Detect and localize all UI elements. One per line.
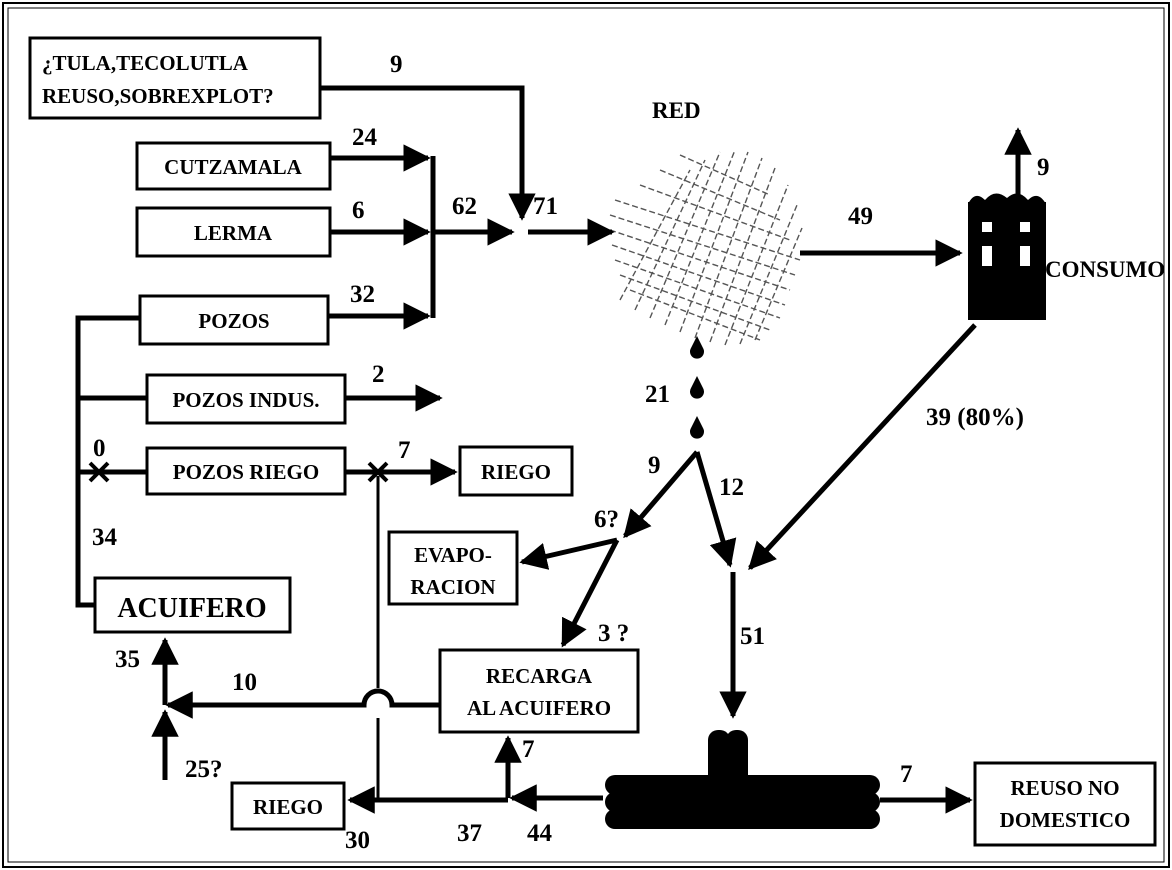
flow-label-30: 30: [345, 827, 370, 854]
arrow-recharge: [560, 538, 620, 648]
box-tula: ¿TULA,TECOLUTLA REUSO,SOBREXPLOT?: [28, 36, 322, 120]
box-riego-top: RIEGO: [458, 445, 574, 497]
box-recarga-line1: RECARGA: [486, 664, 593, 688]
box-recarga-line2: AL ACUIFERO: [467, 696, 611, 720]
closed-valve-icons: [88, 461, 389, 483]
flow-label-evap: 6?: [594, 506, 619, 533]
flow-label-37: 37: [457, 820, 482, 847]
box-riego-bottom: RIEGO: [230, 781, 346, 831]
leak-drops: [690, 336, 704, 439]
box-cutzamala: CUTZAMALA: [135, 141, 332, 191]
box-lerma-label: LERMA: [194, 221, 273, 245]
flow-label-49: 49: [848, 203, 873, 230]
box-reuso-line1: REUSO NO: [1010, 776, 1119, 800]
arrow-evap: [519, 537, 618, 570]
box-tula-line1: ¿TULA,TECOLUTLA: [42, 51, 249, 75]
box-reuso: REUSO NO DOMESTICO: [973, 761, 1157, 847]
arrow-leak-12: [694, 451, 737, 568]
red-label: RED: [652, 98, 701, 123]
flow-label-pozos: 32: [350, 281, 375, 308]
flow-label-34: 34: [92, 524, 118, 551]
box-acuifero: ACUIFERO: [93, 576, 292, 634]
flow-label-10: 10: [232, 669, 257, 696]
box-pozos-riego-label: POZOS RIEGO: [173, 460, 319, 484]
box-evaporacion-line1: EVAPO-: [414, 543, 492, 567]
box-pozos-riego: POZOS RIEGO: [145, 446, 347, 496]
consumo-label: CONSUMO: [1045, 257, 1165, 282]
flow-label-cutzamala: 24: [352, 124, 378, 151]
left-bus: [75, 315, 140, 608]
flow-label-lerma: 6: [352, 197, 365, 224]
box-lerma: LERMA: [135, 206, 332, 258]
flow-label-44: 44: [527, 820, 553, 847]
box-acuifero-label: ACUIFERO: [117, 593, 266, 624]
flow-label-tula: 9: [390, 51, 403, 78]
box-reuso-line2: DOMESTICO: [1000, 808, 1131, 832]
box-tula-line2: REUSO,SOBREXPLOT?: [42, 84, 274, 108]
arrow-tula: [320, 85, 536, 221]
box-evaporacion-line2: RACION: [410, 575, 495, 599]
flow-label-25: 25?: [185, 756, 223, 783]
red-network: [609, 149, 803, 346]
flow-label-39: 39 (80%): [926, 404, 1024, 431]
flow-label-35: 35: [115, 646, 140, 673]
flow-label-62: 62: [452, 193, 477, 220]
flow-label-pozos-indus: 2: [372, 361, 385, 388]
flow-label-leak: 21: [645, 381, 670, 408]
box-pozos-indus-label: POZOS INDUS.: [172, 388, 319, 412]
box-riego-top-label: RIEGO: [481, 460, 551, 484]
flow-label-recarga-up: 7: [522, 736, 535, 763]
flow-label-recharge: 3 ?: [598, 620, 629, 647]
arrow-10: [165, 688, 400, 719]
inner-frame: [7, 7, 1165, 863]
arrow-leak-9: [623, 450, 699, 539]
box-pozos: POZOS: [138, 294, 330, 346]
box-evaporacion: EVAPO- RACION: [387, 530, 519, 606]
box-recarga: RECARGA AL ACUIFERO: [438, 648, 640, 734]
arrow-39: [748, 323, 977, 571]
consumo-building-icon: [968, 193, 1046, 320]
flow-label-51: 51: [740, 623, 765, 650]
flow-lines: [75, 85, 1032, 814]
flow-label-leak-right: 12: [719, 474, 744, 501]
flow-label-71: 71: [533, 193, 558, 220]
flow-label-reuso: 7: [900, 761, 913, 788]
flow-label-pozos-riego: 7: [398, 437, 411, 464]
box-pozos-indus: POZOS INDUS.: [145, 373, 347, 425]
drain-pipe-icon: [605, 730, 880, 829]
box-pozos-label: POZOS: [198, 309, 269, 333]
flow-label-zero: 0: [93, 435, 106, 462]
flow-label-consumo-up: 9: [1037, 154, 1050, 181]
box-cutzamala-label: CUTZAMALA: [164, 155, 303, 179]
flow-label-leak-left: 9: [648, 452, 661, 479]
box-riego-bottom-label: RIEGO: [253, 795, 323, 819]
